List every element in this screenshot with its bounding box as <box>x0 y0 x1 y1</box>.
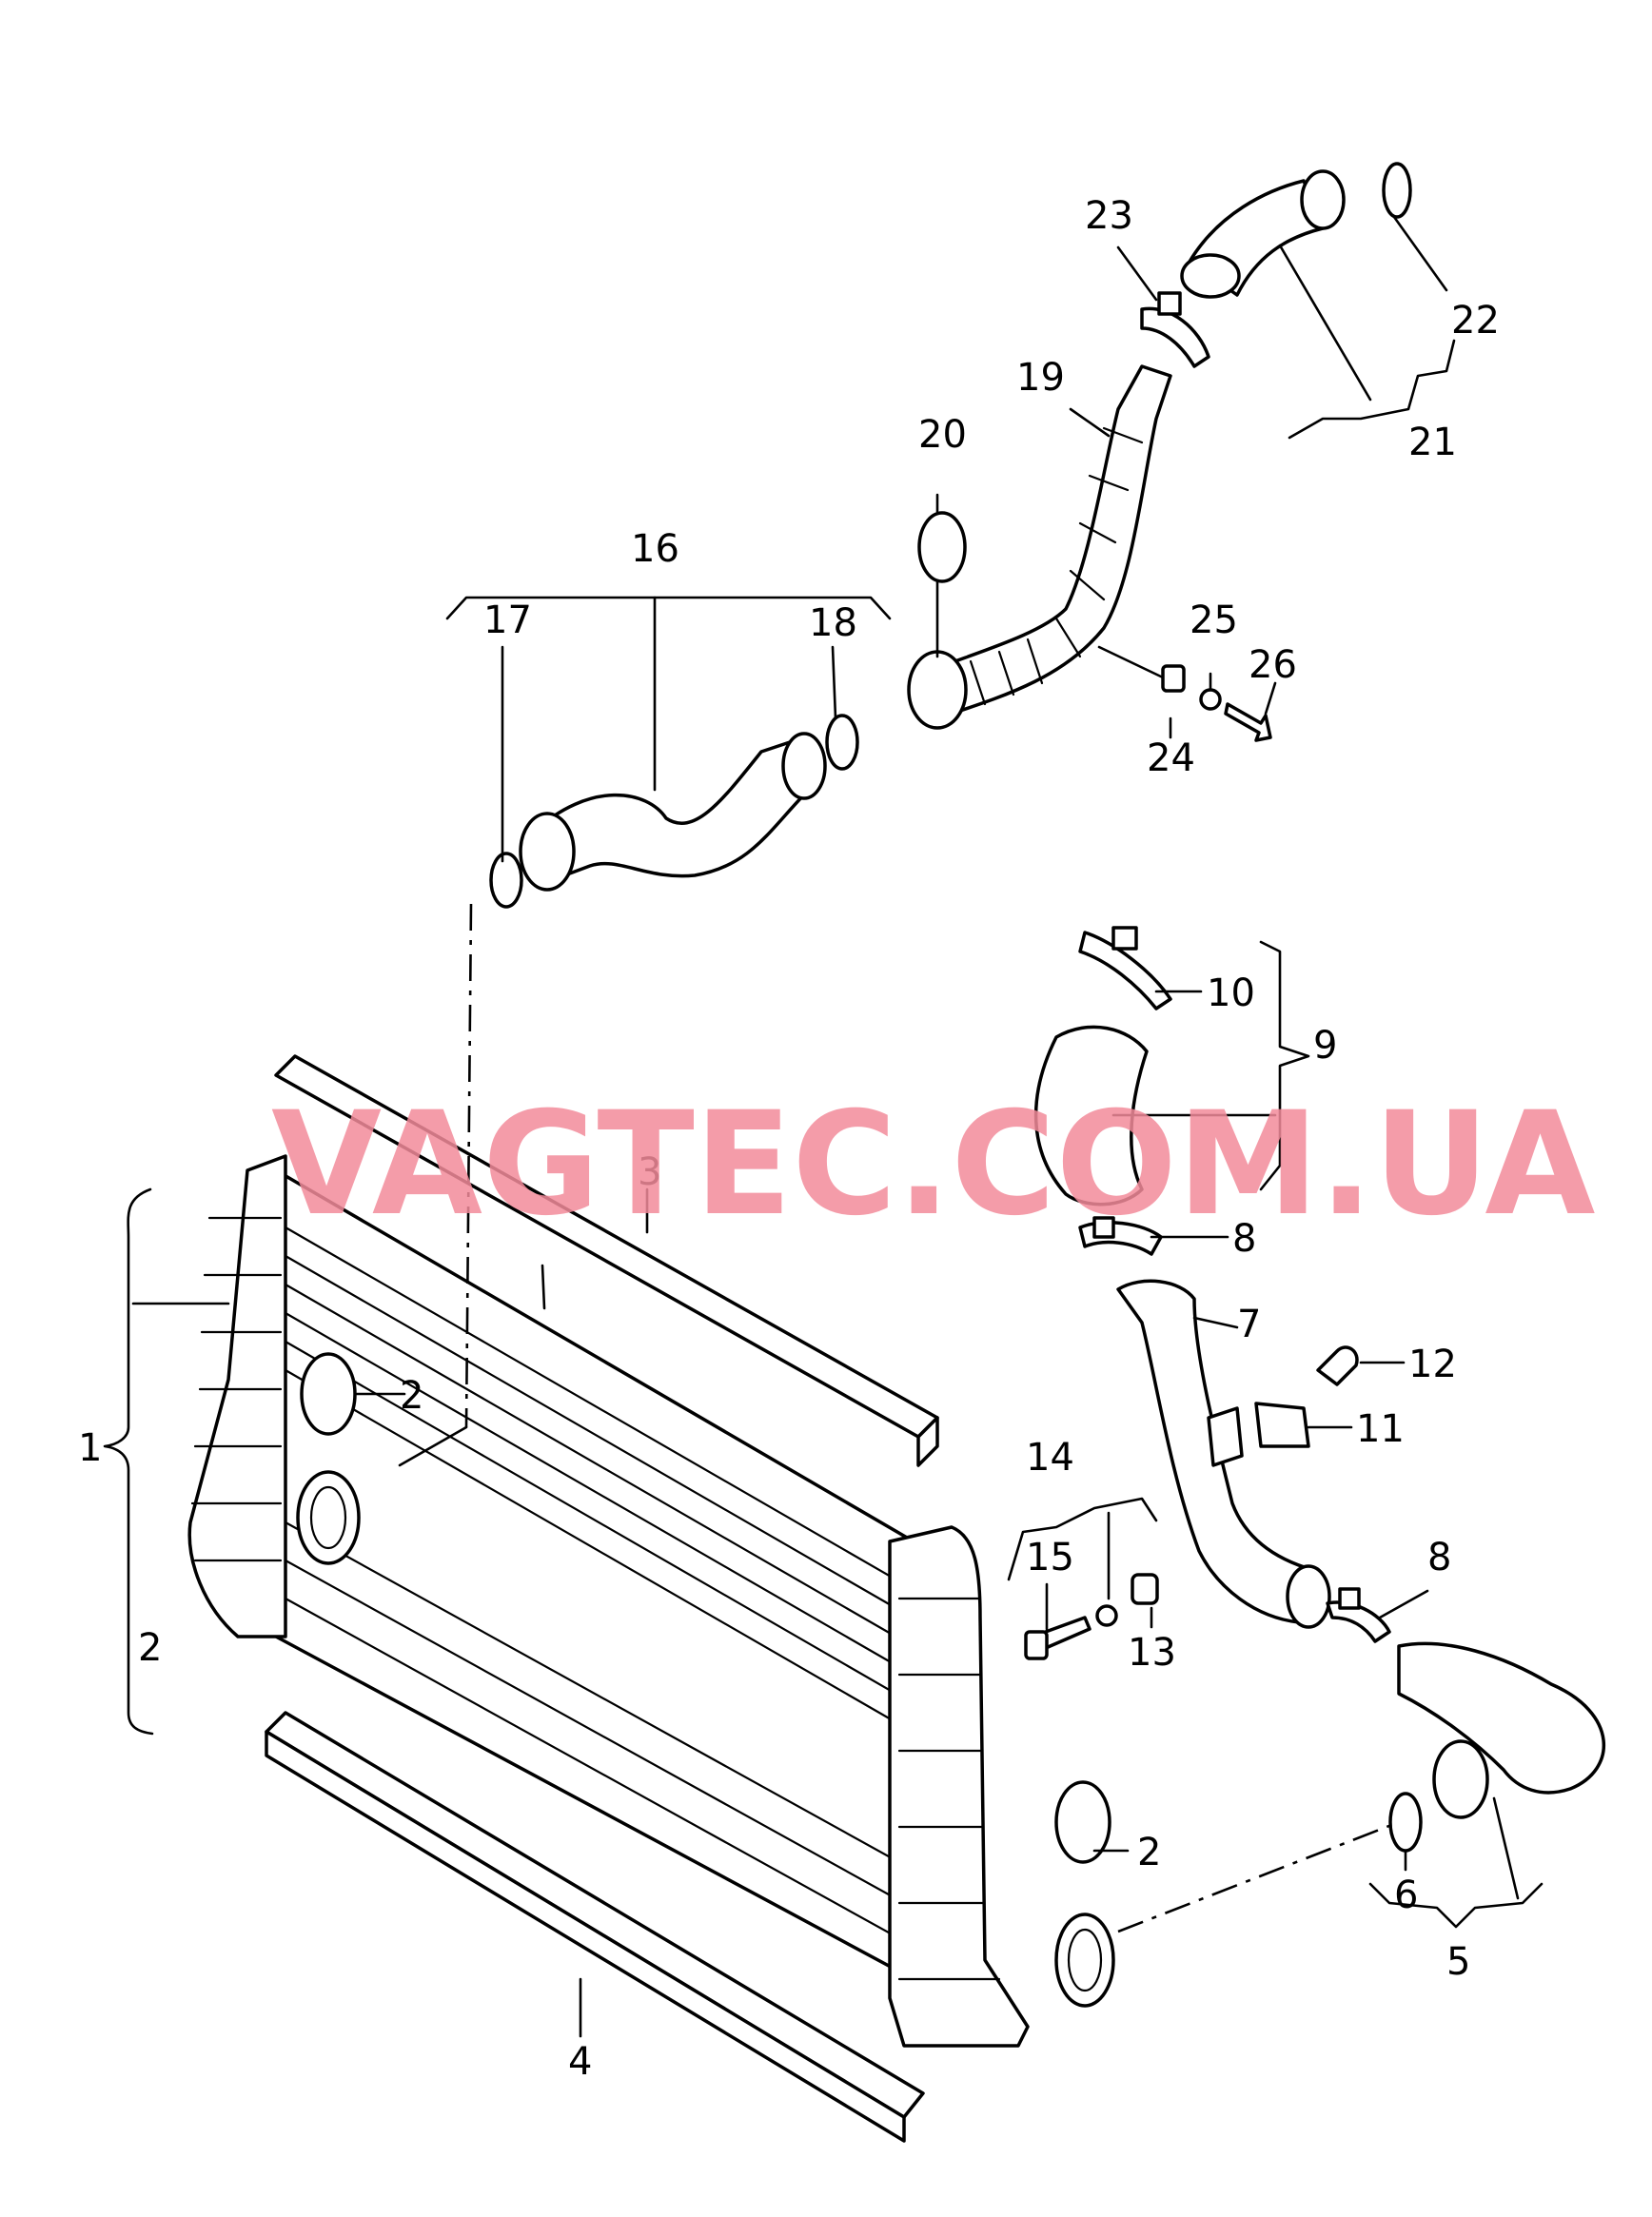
lower-rail-lip <box>265 1730 906 2143</box>
left-end-tank <box>187 1154 287 1638</box>
pipe-21-end-top <box>1300 169 1346 230</box>
callout-22: 22 <box>1451 299 1500 343</box>
clamp-8-top-screw <box>1092 1216 1115 1239</box>
intercooler-assembly <box>187 1054 1115 2143</box>
callout-6: 6 <box>1394 1874 1418 1917</box>
left-spigot <box>296 1470 361 1565</box>
sensor-bracket <box>1207 1406 1244 1467</box>
callout-12: 12 <box>1408 1343 1457 1386</box>
hose-16-end-right <box>781 732 827 800</box>
upper-rail-lip <box>916 1416 939 1467</box>
callout-18: 18 <box>809 601 857 645</box>
callout-23: 23 <box>1085 194 1133 238</box>
callout-21: 21 <box>1408 421 1457 464</box>
clamp-10-screw <box>1111 926 1138 951</box>
hose-16 <box>531 740 811 882</box>
bolt-26 <box>1224 702 1272 742</box>
callout-16: 16 <box>631 527 679 571</box>
callout-20: 20 <box>918 413 967 457</box>
clamp-23 <box>1140 306 1210 368</box>
callout-1: 1 <box>78 1426 102 1470</box>
callout-17: 17 <box>483 598 532 642</box>
callout-5: 5 <box>1446 1940 1470 1984</box>
bolt-15-head <box>1024 1630 1049 1660</box>
hose-5 <box>1397 1641 1605 1795</box>
hose-9 <box>1033 1025 1149 1207</box>
callout-19: 19 <box>1016 356 1065 400</box>
callout-8-bottom: 8 <box>1427 1536 1451 1579</box>
right-spigot <box>1054 1913 1115 2008</box>
callout-4: 4 <box>568 2040 592 2084</box>
clamp-8-bottom-screw <box>1338 1587 1361 1610</box>
bolt-12 <box>1316 1345 1359 1386</box>
ring-6 <box>1388 1792 1423 1853</box>
callout-26: 26 <box>1249 643 1297 687</box>
seal-2-left <box>300 1352 357 1436</box>
nut-13 <box>1131 1573 1159 1605</box>
callout-14: 14 <box>1026 1436 1074 1480</box>
right-end-tank <box>888 1525 1030 2048</box>
seal-2-right <box>1054 1780 1111 1864</box>
o-ring-18 <box>825 714 859 771</box>
callout-9: 9 <box>1313 1024 1337 1068</box>
watermark: VAGTEC.COM.UA <box>271 1082 1595 1247</box>
callout-7: 7 <box>1237 1303 1261 1346</box>
clamp-23-screw <box>1157 291 1182 316</box>
seal-20 <box>917 511 967 583</box>
pipe-21-end-bottom <box>1180 253 1241 299</box>
callout-15: 15 <box>1026 1536 1074 1579</box>
leaders <box>103 215 1544 2038</box>
core-fins <box>284 1226 906 1943</box>
callout-25: 25 <box>1190 598 1238 642</box>
callout-2-bracket: 2 <box>138 1626 162 1670</box>
callout-13: 13 <box>1128 1631 1176 1675</box>
washer-15 <box>1095 1604 1118 1627</box>
ring-22 <box>1382 162 1412 219</box>
callout-8-top: 8 <box>1232 1217 1256 1261</box>
hose-19-end <box>907 650 968 730</box>
connection-lines <box>464 903 1400 1933</box>
callout-2-lower: 2 <box>1137 1831 1161 1874</box>
sensor-11 <box>1254 1402 1310 1448</box>
intercooler-core <box>274 1168 915 1981</box>
callout-labels: 1 2 2 2 3 4 5 6 7 8 8 9 10 11 12 13 14 1… <box>78 194 1500 2084</box>
tank-grid <box>190 1216 1001 1981</box>
washer-25 <box>1199 688 1222 711</box>
callout-3: 3 <box>638 1150 661 1194</box>
callout-10: 10 <box>1207 971 1255 1015</box>
nut-24 <box>1161 664 1186 693</box>
pipe-7-end <box>1286 1564 1331 1629</box>
callout-11: 11 <box>1356 1407 1405 1451</box>
o-ring-17 <box>489 852 523 909</box>
hose-5-end <box>1432 1739 1489 1819</box>
hose-19-ribs <box>969 426 1144 706</box>
callout-24: 24 <box>1147 736 1195 780</box>
callout-2-upper: 2 <box>400 1374 423 1418</box>
hose-16-end-left <box>519 812 576 892</box>
